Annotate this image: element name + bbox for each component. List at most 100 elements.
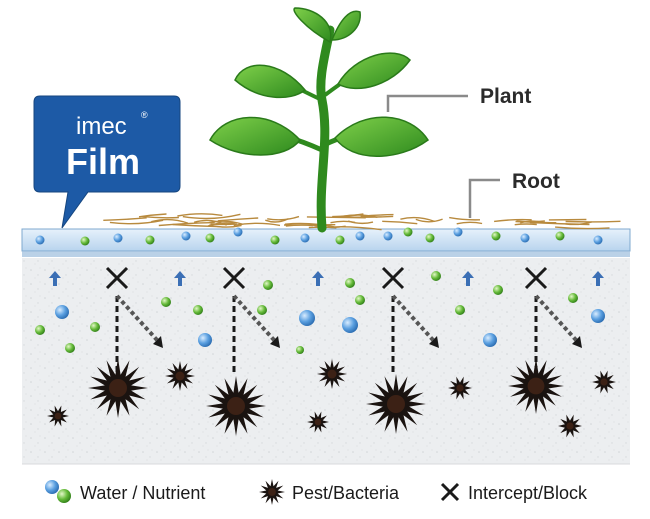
root-strand [142, 215, 179, 219]
root-mat [103, 213, 621, 231]
leaf-upper-left [234, 64, 307, 99]
legend-water-label: Water / Nutrient [80, 483, 205, 503]
leaf-top-right [330, 10, 361, 41]
root-label: Root [512, 170, 560, 193]
nutrient-dot [90, 322, 100, 332]
nutrient-dot [270, 235, 280, 245]
root-strand [494, 218, 532, 223]
root-strand [382, 220, 418, 225]
root-strand [306, 216, 366, 219]
root-strand [138, 213, 167, 218]
nutrient-dot [296, 346, 304, 354]
root-strand [520, 220, 544, 224]
legend: Water / Nutrient Pest/Bacteria Intercept… [45, 479, 588, 505]
nutrient-dot [257, 305, 267, 315]
root-strand [565, 221, 592, 226]
nutrient-dot [345, 278, 355, 288]
callout-registered-mark: ® [141, 110, 148, 120]
root-strand [347, 220, 374, 225]
root-strand [158, 221, 215, 227]
callout-product: Film [66, 141, 140, 182]
water-dot [181, 231, 191, 241]
pest-burst-icon-core [175, 371, 185, 381]
water-dot [299, 310, 315, 326]
water-dot [233, 227, 243, 237]
root-strand [529, 221, 590, 226]
root-strand [565, 220, 621, 223]
root-strand [449, 216, 481, 221]
water-dot [591, 309, 605, 323]
water-dot [198, 333, 212, 347]
soil-layer [22, 258, 630, 464]
plant-label: Plant [480, 85, 531, 108]
water-droplet-icon [45, 480, 71, 503]
nutrient-dot [431, 271, 441, 281]
root-strand [555, 226, 610, 230]
water-dot [35, 235, 45, 245]
plant-stem [316, 25, 335, 233]
root-strand [341, 214, 378, 218]
leaf-top-left [293, 7, 332, 44]
root-strand [456, 221, 483, 225]
pest-burst-icon-core [109, 379, 127, 397]
water-dot [520, 233, 530, 243]
pest-burst-icon [259, 479, 285, 505]
pest-burst-icon-core [227, 397, 245, 415]
nutrient-dot [491, 231, 501, 241]
plant [209, 7, 430, 233]
nutrient-dot [355, 295, 365, 305]
up-arrow-icon [174, 271, 186, 286]
root-strand [209, 224, 242, 228]
up-arrow-icon [49, 271, 61, 286]
x-block-icon [105, 266, 163, 372]
nutrient-dot [161, 297, 171, 307]
root-strand [217, 217, 259, 222]
root-strand [109, 219, 164, 225]
legend-pest-label: Pest/Bacteria [292, 483, 400, 503]
nutrient-dot [145, 235, 155, 245]
pest-burst-icon-core [527, 377, 545, 395]
water-dot [453, 227, 463, 237]
pest-burst-icon-core [387, 395, 405, 413]
legend-block-label: Intercept/Block [468, 483, 588, 503]
soil-contents [35, 266, 616, 438]
pest-burst-shape-core [268, 488, 276, 496]
root-strand [193, 219, 227, 226]
root-strand [360, 213, 394, 217]
up-arrow-icon [312, 271, 324, 286]
pest-burst-icon-core [566, 422, 574, 430]
nutrient-dot [403, 227, 413, 237]
root-strand [177, 213, 223, 217]
plant-leader-line [386, 94, 468, 112]
x-block-icon [381, 266, 439, 372]
imec-film-callout: imec ® Film [33, 95, 181, 229]
root-strand [514, 223, 537, 226]
nutrient-dot [193, 305, 203, 315]
leaf-lower-right [334, 116, 430, 157]
root-strand [284, 222, 335, 228]
up-arrow-icon [592, 271, 604, 286]
root-strand [400, 216, 436, 223]
water-dot [483, 333, 497, 347]
leaf-upper-right [336, 52, 411, 90]
water-dot [383, 231, 393, 241]
x-block-icon [222, 266, 280, 372]
nutrient-dot [35, 325, 45, 335]
pest-burst-icon-core [314, 418, 322, 426]
water-dot [593, 235, 603, 245]
nutrient-dot [205, 233, 215, 243]
water-dot [300, 233, 310, 243]
up-arrow-icon [462, 271, 474, 286]
nutrient-dot [555, 231, 565, 241]
pest-burst-icon-core [54, 412, 62, 420]
film-layer [21, 228, 631, 252]
nutrient-dot [455, 305, 465, 315]
root-strand [103, 217, 147, 221]
root-strand [151, 218, 189, 224]
film-nutrient-dots [35, 227, 603, 246]
root-leader-line [468, 178, 500, 218]
nutrient-dot [80, 236, 90, 246]
callout-bubble [33, 95, 181, 229]
nutrient-dot [335, 235, 345, 245]
